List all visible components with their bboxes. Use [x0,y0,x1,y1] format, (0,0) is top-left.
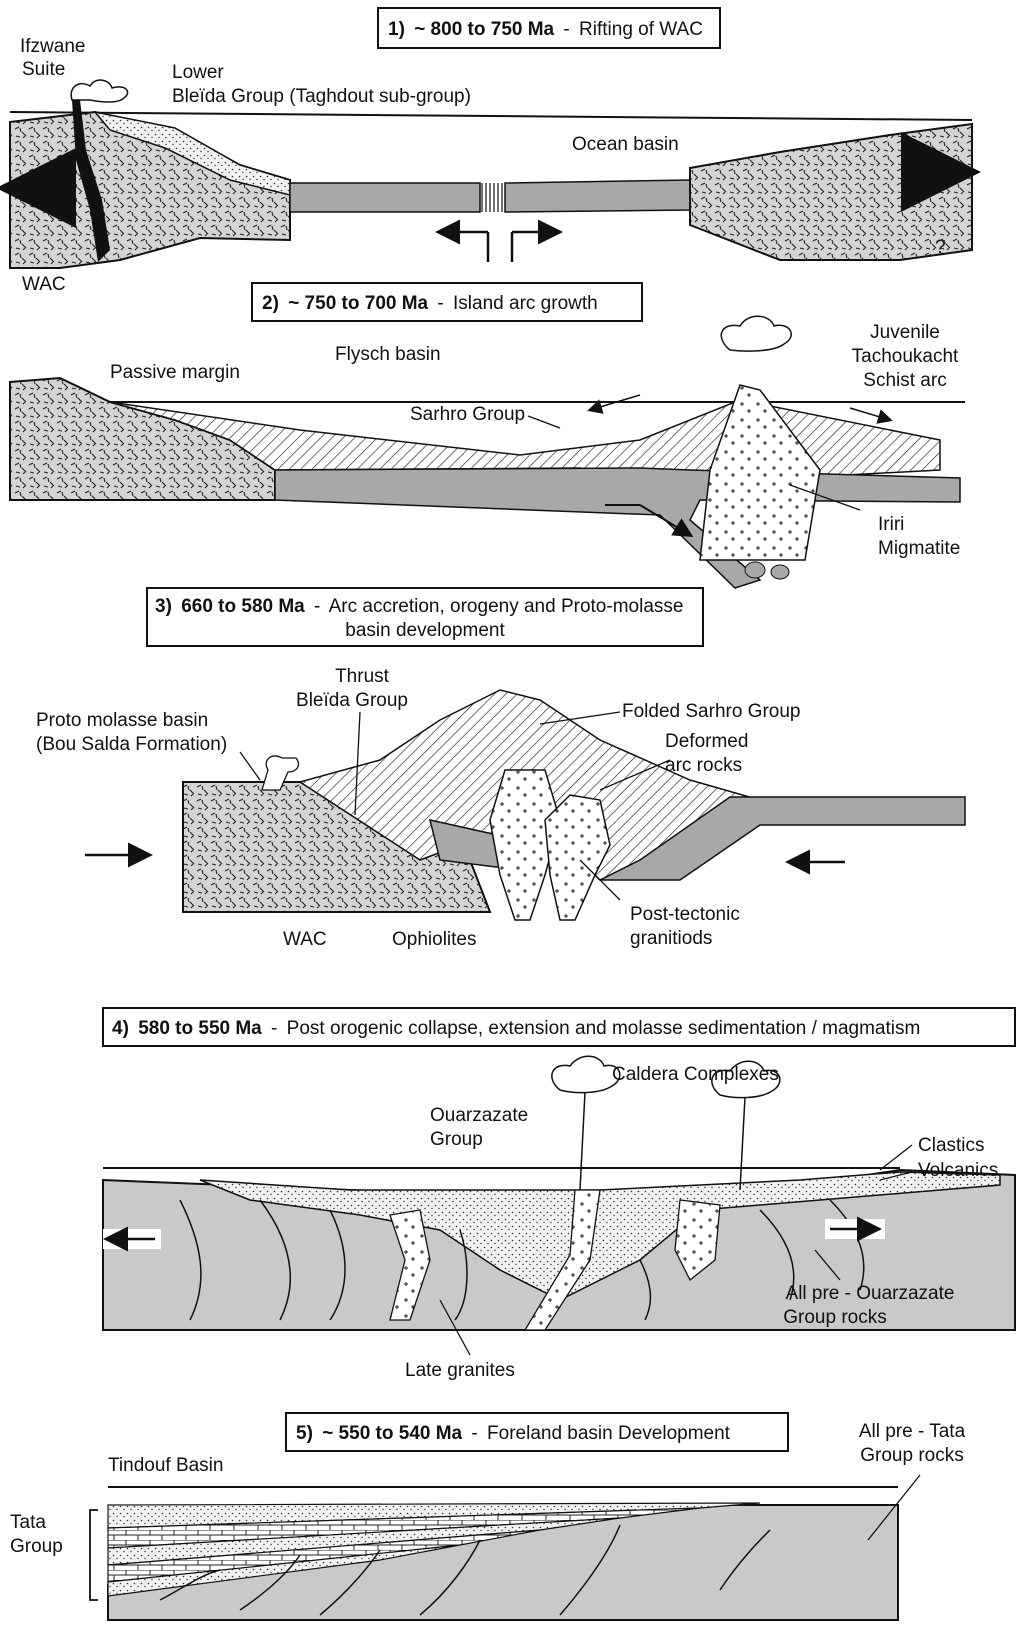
label-ouarzazate-2: Group [430,1129,483,1150]
label-tata-1: Tata [10,1512,46,1533]
oceanic-slab-2 [275,468,960,588]
sea-level-1 [10,112,972,120]
label-proto-1: Proto molasse basin [36,710,208,731]
volcanic-plume-2 [721,316,791,351]
label-volcanics: Volcanics [918,1160,998,1181]
stage-1: 1) ~ 800 to 750 Ma - Rifting of WAC Ifzw… [10,8,972,295]
label-post-tectonic-1: Post-tectonic [630,904,740,925]
label-post-tectonic-2: granitiods [630,928,712,949]
label-deformed-1: Deformed [665,731,748,752]
label-deformed-2: arc rocks [665,755,742,776]
label-juvenile-2: Tachoukacht [852,346,959,367]
ocean-crust-right [505,180,690,212]
stage-3-title: 3) 660 to 580 Ma - Arc accretion, orogen… [155,596,683,617]
label-thrust-2: Bleïda Group [296,690,408,711]
label-lower-1: Lower [172,62,224,83]
spreading-ridge [482,183,502,212]
caldera-conduit-1 [580,1092,585,1190]
stage-5-title: 5) ~ 550 to 540 Ma - Foreland basin Deve… [296,1423,731,1444]
stage-1-title: 1) ~ 800 to 750 Ma - Rifting of WAC [388,19,703,40]
label-ifzwane-2: Suite [22,59,65,80]
detached-block-2 [771,565,789,579]
label-ophiolites: Ophiolites [392,929,477,950]
clastics-leader [880,1145,912,1170]
label-lower-2: Bleïda Group (Taghdout sub-group) [172,86,471,107]
label-ouarzazate-1: Ouarzazate [430,1105,528,1126]
stage-4: 4) 580 to 550 Ma - Post orogenic collaps… [103,1008,1015,1381]
stage-3-title-line2: basin development [345,620,505,641]
caldera-plume-1 [552,1056,620,1092]
label-flysch-basin: Flysch basin [335,344,441,365]
label-tindouf: Tindouf Basin [108,1455,223,1476]
label-allpre-ouar-1: All pre - Ouarzazate [786,1283,955,1304]
proto-leader [240,752,260,780]
label-ifzwane-1: Ifzwane [20,36,85,57]
label-question: ? [935,237,946,258]
tata-bracket [90,1510,98,1600]
stage-3: 3) 660 to 580 Ma - Arc accretion, orogen… [36,588,965,950]
label-iriri-2: Migmatite [878,538,960,559]
label-wac-1: WAC [22,274,66,295]
stage-4-title: 4) 580 to 550 Ma - Post orogenic collaps… [112,1018,920,1039]
label-late-granites: Late granites [405,1360,515,1381]
label-sarhro-group: Sarhro Group [410,404,525,425]
label-ocean-basin: Ocean basin [572,134,679,155]
label-iriri-1: Iriri [878,514,904,535]
stage-5: 5) ~ 550 to 540 Ma - Foreland basin Deve… [10,1413,966,1620]
label-passive-margin: Passive margin [110,362,240,383]
sarhro-leader [528,416,560,428]
ocean-crust-left [290,183,480,212]
label-juvenile-3: Schist arc [863,370,946,391]
label-thrust-1: Thrust [335,666,390,687]
volcanic-plume-1 [71,80,127,102]
label-allpre-ouar-2: Group rocks [783,1307,886,1328]
label-folded-sarhro: Folded Sarhro Group [622,701,801,722]
label-clastics: Clastics [918,1135,985,1156]
caldera-conduit-2 [740,1097,745,1190]
label-allpre-tata-2: Group rocks [860,1445,963,1466]
detached-block-1 [745,562,765,578]
label-tata-2: Group [10,1536,63,1557]
stage-2-title: 2) ~ 750 to 700 Ma - Island arc growth [262,293,598,314]
label-caldera: Caldera Complexes [612,1064,779,1085]
label-proto-2: (Bou Salda Formation) [36,734,227,755]
arc-spread-arrow-right [850,408,890,420]
right-continent-1 [690,124,972,260]
stage-2: 2) ~ 750 to 700 Ma - Island arc growth P… [10,283,965,588]
label-juvenile-1: Juvenile [870,322,940,343]
label-allpre-tata-1: All pre - Tata [859,1421,966,1442]
label-wac-3: WAC [283,929,327,950]
post-tectonic-granitoid-2 [545,795,610,920]
